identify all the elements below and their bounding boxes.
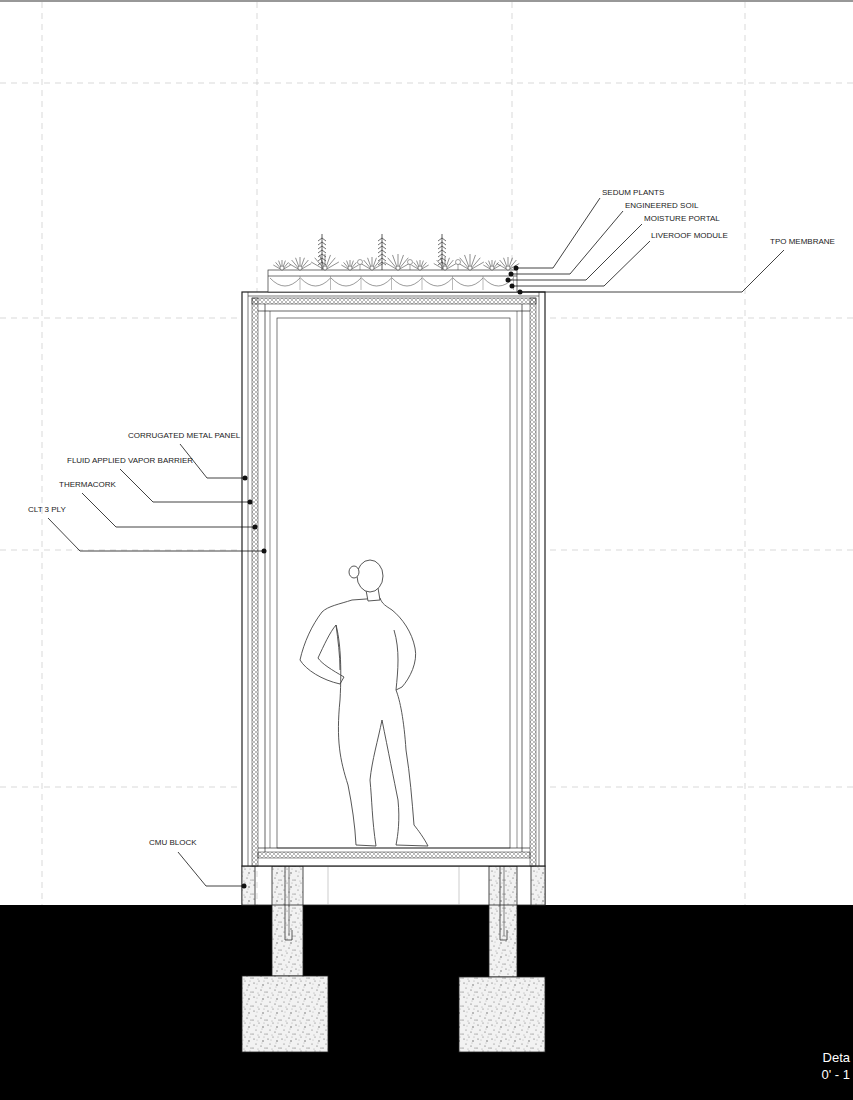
detail-title: 0' - 1 [822,1067,851,1083]
part-label: SEDUM PLANTS [602,188,664,198]
footings [242,848,545,1052]
part-label: CORRUGATED METAL PANEL [128,431,240,441]
detail-title: Deta [823,1050,850,1066]
wall-section [242,292,545,866]
part-label: FLUID APPLIED VAPOR BARRIER [67,456,193,466]
cmu-base [242,866,545,905]
ground [0,905,853,1100]
leader-lines [48,198,784,886]
part-label: CLT 3 PLY [28,505,66,515]
green-roof [268,234,519,292]
part-label: LIVEROOF MODULE [651,231,728,241]
grid-lines [0,2,853,905]
part-label: ENGINEERED SOIL [625,201,698,211]
part-label: TPO MEMBRANE [770,237,835,247]
person-figure [300,560,428,846]
part-label: CMU BLOCK [149,838,197,848]
part-label: THERMACORK [59,480,116,490]
part-label: MOISTURE PORTAL [644,214,720,224]
leader-dots [242,266,523,889]
border-line [0,0,853,1]
